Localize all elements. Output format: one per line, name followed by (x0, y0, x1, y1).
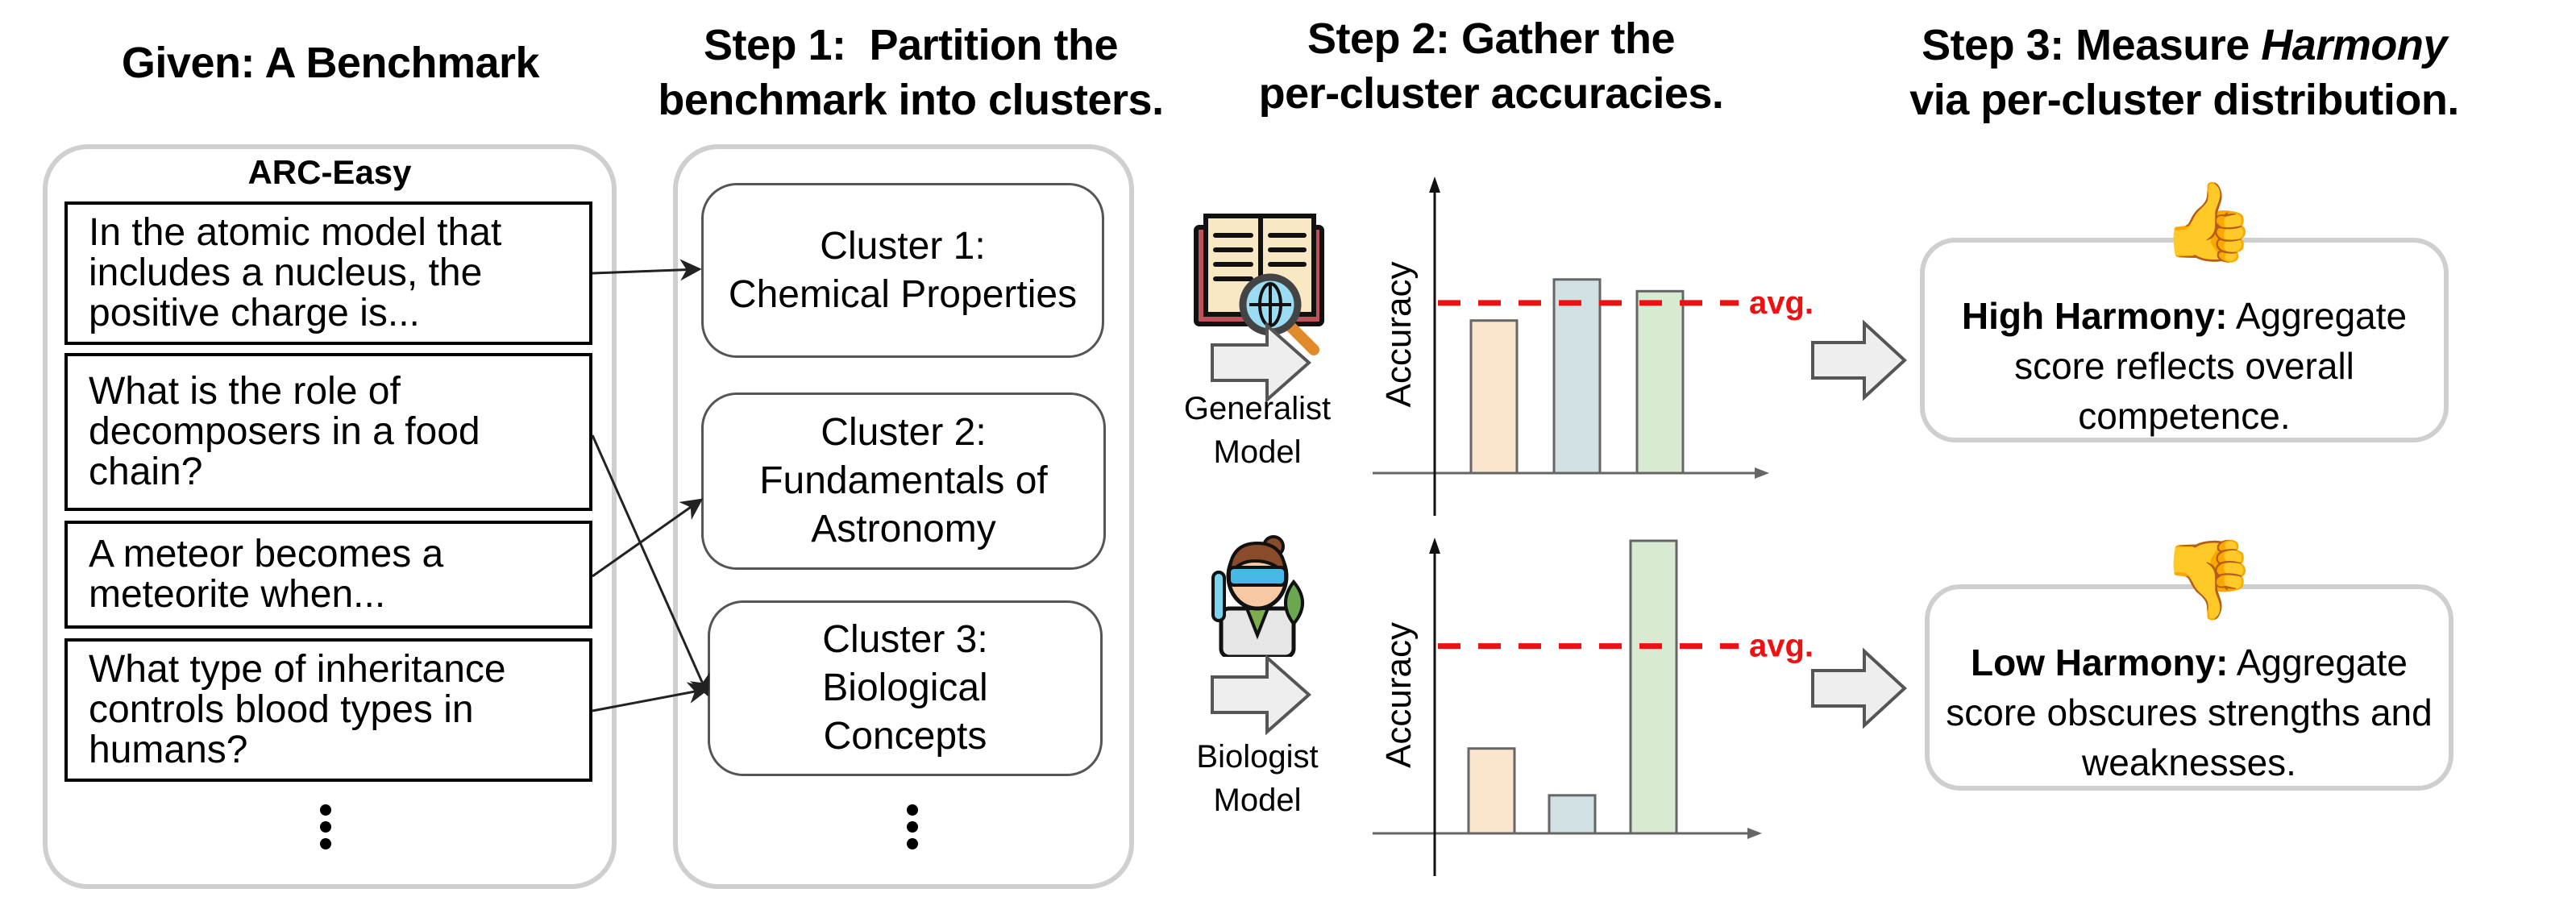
benchmark-title: ARC-Easy (247, 153, 412, 191)
clusters-panel (673, 144, 1134, 889)
result-arrow-icon (1811, 320, 1907, 401)
heading-step2-line2: per-cluster accuracies. (1258, 69, 1724, 118)
model-name-line2: Model (1213, 434, 1302, 470)
heading-step3-line1: Step 3: Measure Harmony (1854, 18, 2515, 73)
chart-bar (1635, 289, 1685, 475)
heading-step1: Step 1: Partition the benchmark into clu… (637, 18, 1185, 127)
more-questions-ellipsis-icon (320, 804, 331, 855)
heading-step3-line2: via per-cluster distribution. (1909, 76, 2459, 124)
model-label-biologist: Biologist Model (1161, 735, 1354, 822)
heading-step2: Step 2: Gather the per-cluster accuracie… (1209, 11, 1773, 121)
y-axis-arrowhead (1429, 538, 1440, 554)
chart-bar (1467, 747, 1516, 835)
y-axis-label: Accuracy (1379, 262, 1419, 408)
mapping-arrow (592, 498, 704, 578)
result-text: Aggregate score reflects overall compete… (2014, 295, 2417, 437)
question-box[interactable]: What type of inheritance controls blood … (64, 638, 592, 782)
cluster-box-2[interactable]: Cluster 2: Fundamentals of Astronomy (701, 392, 1106, 570)
question-box[interactable]: In the atomic model that includes a nucl… (64, 201, 592, 345)
thumbs-up-icon: 👍 (2160, 179, 2257, 265)
model-label-generalist: Generalist Model (1161, 387, 1354, 474)
mapping-arrow (592, 682, 710, 712)
model-arrow-icon (1211, 654, 1312, 735)
result-heading: High Harmony: (1961, 295, 2228, 337)
y-axis-arrowhead (1429, 177, 1440, 193)
chart-bar (1629, 539, 1678, 835)
heading-step3-emph: Harmony (2261, 21, 2447, 69)
result-heading: Low Harmony: (1971, 642, 2229, 683)
question-box[interactable]: What is the role of decomposers in a foo… (64, 353, 592, 511)
cluster-box-1[interactable]: Cluster 1: Chemical Properties (701, 183, 1104, 358)
result-box-high-harmony: High Harmony: Aggregate score reflects o… (1920, 238, 2449, 442)
model-name-line1: Biologist (1196, 739, 1319, 775)
thumbs-down-icon: 👎 (2160, 537, 2257, 623)
cluster-label: Cluster 1: Chemical Properties (728, 224, 1078, 316)
scientist-icon (1211, 535, 1304, 657)
result-arrow-icon (1811, 648, 1907, 729)
x-axis-arrowhead (1755, 467, 1769, 479)
chart-bar (1469, 319, 1519, 475)
cluster-box-3[interactable]: Cluster 3: Biological Concepts (708, 600, 1103, 776)
heading-step1-line2: benchmark into clusters. (658, 76, 1164, 124)
question-text: What is the role of decomposers in a foo… (89, 370, 480, 493)
heading-step3: Step 3: Measure Harmony via per-cluster … (1854, 18, 2515, 127)
model-name-line1: Generalist (1183, 391, 1332, 426)
heading-given-text: Given: A Benchmark (121, 39, 540, 87)
question-text: What type of inheritance controls blood … (89, 648, 506, 771)
cluster-label: Cluster 3: Biological Concepts (822, 618, 988, 758)
average-label: avg. (1749, 285, 1814, 321)
result-box-low-harmony: Low Harmony: Aggregate score obscures st… (1925, 584, 2453, 791)
chart-bar (1548, 794, 1597, 835)
cluster-label: Cluster 2: Fundamentals of Astronomy (759, 411, 1048, 550)
mapping-arrow (592, 259, 702, 281)
heading-step2-line1: Step 2: Gather the (1307, 15, 1676, 63)
heading-given: Given: A Benchmark (32, 35, 629, 90)
book-globe-magnifier-icon (1194, 214, 1324, 355)
average-label: avg. (1749, 629, 1814, 664)
model-name-line2: Model (1213, 783, 1302, 818)
question-text: A meteor becomes a meteorite when... (89, 533, 444, 616)
y-axis-label: Accuracy (1379, 622, 1419, 768)
more-clusters-ellipsis-icon (907, 804, 918, 855)
mapping-arrow (591, 434, 710, 697)
heading-step3-prefix: Step 3: Measure (1922, 21, 2262, 69)
x-axis-arrowhead (1747, 828, 1762, 839)
model-arrow-icon (1211, 322, 1312, 403)
question-text: In the atomic model that includes a nucl… (89, 211, 502, 334)
heading-step1-line1: Step 1: Partition the (703, 21, 1119, 69)
chart-bar (1552, 278, 1602, 475)
result-text: Aggregate score obscures strengths and w… (1946, 642, 2443, 783)
question-box[interactable]: A meteor becomes a meteorite when... (64, 521, 592, 629)
